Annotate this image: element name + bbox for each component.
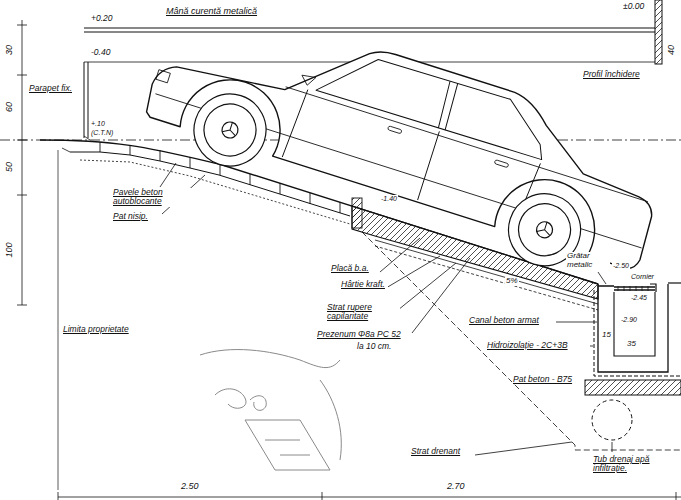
callout-label: Tub drenaj apă infiltrație. [592, 455, 676, 474]
leader-lines [84, 136, 612, 455]
car [300, 73, 316, 87]
drain-channel [594, 290, 681, 376]
dimension-label: 50 [5, 161, 15, 173]
callout-label: Hidroizolație - 2C+3B [486, 341, 569, 350]
callout-label: Pat beton - B75 [512, 375, 573, 384]
leader-line [398, 263, 456, 310]
pencil-scribbles [200, 350, 340, 368]
car [494, 160, 509, 168]
drain-channel [668, 282, 681, 283]
callout-label: Placă b.a. [330, 264, 370, 273]
callout-label: Profil închidere [582, 70, 641, 79]
car [316, 43, 556, 162]
callout-label: Pavele beton autoblocante [112, 188, 192, 207]
end-wall [655, 0, 662, 64]
dimension-label: 2.50 [180, 482, 200, 492]
level-mark: ±0.00 [622, 2, 645, 11]
drain-channel [585, 283, 681, 440]
callout-label: Mână curentă metalică [165, 7, 258, 17]
callout-label: Limita proprietate [62, 325, 130, 334]
level-mark: -1.40 [380, 195, 398, 203]
car [155, 50, 655, 248]
callout-label: Parapet fix. [28, 84, 73, 93]
dimension-label: 35 [626, 340, 637, 349]
leader-line [380, 238, 420, 272]
dimension-lines [17, 20, 681, 500]
drain-channel [614, 292, 655, 356]
pencil-scribbles [200, 350, 341, 470]
leader-line [160, 163, 176, 187]
callout-label: Grătar metalic [566, 252, 610, 270]
end-wall [655, 0, 662, 64]
leader-line [590, 346, 593, 347]
car [222, 120, 554, 235]
drain-channel [585, 380, 681, 395]
dimension-label: 40 [667, 44, 677, 56]
leader-line [598, 272, 606, 284]
car [135, 0, 677, 294]
callout-label: la 10 cm. [356, 342, 393, 351]
level-mark: -2.45 [630, 294, 648, 302]
callout-label: Cornier [630, 273, 655, 281]
drain-channel [592, 400, 632, 440]
leader-line [612, 442, 613, 452]
dimension-label: 100 [5, 241, 15, 258]
car [142, 0, 676, 271]
level-mark: +0.20 [90, 14, 114, 23]
dimension-lines [58, 492, 681, 500]
pencil-scribbles [320, 380, 341, 460]
dimension-label: 2.70 [446, 482, 466, 492]
callout-label: Pat nisip. [112, 212, 149, 221]
leader-line [556, 322, 597, 323]
callout-label: Hârtie kraft. [340, 280, 388, 289]
callout-label: Strat rupere capilaritate [326, 303, 400, 322]
pencil-scribbles [215, 389, 266, 411]
car [387, 126, 402, 134]
car [185, 85, 590, 275]
leader-line [386, 256, 440, 288]
car [436, 81, 460, 130]
leader-line [475, 442, 572, 455]
dimension-label: 30 [5, 44, 15, 56]
level-lines [84, 28, 655, 32]
dimension-label: 15 [601, 331, 612, 340]
drain-channel [598, 284, 668, 372]
car [282, 88, 540, 232]
pencil-scribbles [245, 420, 330, 470]
dimension-lines [58, 150, 59, 490]
callout-label: Strat drenant [410, 447, 461, 456]
level-mark: (C.T.N) [90, 129, 114, 137]
dimension-label: 60 [5, 101, 15, 113]
paving [80, 160, 350, 224]
callout-label: Canal beton armat [468, 316, 540, 325]
slope-label: 5% [505, 277, 519, 286]
level-mark: -2.50 [612, 262, 630, 270]
paving [62, 148, 70, 152]
drain-channel [598, 286, 655, 290]
dimension-lines [17, 20, 27, 305]
drain-channel [618, 286, 648, 291]
car [156, 70, 170, 83]
drain-channel [650, 284, 656, 292]
level-mark: +.10 [90, 120, 106, 128]
level-mark: -2.90 [620, 316, 638, 324]
level-lines [84, 62, 88, 138]
callout-label: Prezenum Φ8a PC 52 [316, 330, 402, 339]
level-mark: -0.40 [90, 48, 111, 57]
leader-line [412, 258, 470, 333]
